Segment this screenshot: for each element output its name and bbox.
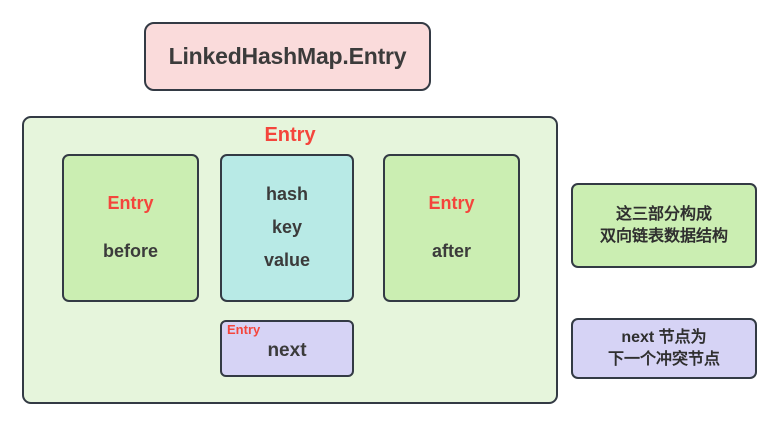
title-card: LinkedHashMap.Entry xyxy=(144,22,431,91)
field-box-core: hash key value xyxy=(220,154,354,302)
field-core-key: key xyxy=(271,217,303,238)
field-core-value: value xyxy=(263,250,311,271)
field-before-type: Entry xyxy=(107,193,154,214)
annotation-linked-list: 这三部分构成 双向链表数据结构 xyxy=(571,183,757,268)
field-next-name: next xyxy=(267,340,307,361)
field-after-type: Entry xyxy=(428,193,475,214)
field-box-before: Entry before xyxy=(62,154,199,302)
field-after-name: after xyxy=(431,241,471,261)
field-before-name: before xyxy=(102,241,158,261)
field-core-hash: hash xyxy=(265,184,308,205)
annotation-next-node-text: next 节点为 下一个冲突节点 xyxy=(607,328,720,368)
entry-container: Entry Entry before hash key value Entry … xyxy=(22,116,558,404)
title-card-label: LinkedHashMap.Entry xyxy=(168,43,407,69)
entry-container-title: Entry xyxy=(264,124,316,146)
field-box-after: Entry after xyxy=(383,154,520,302)
field-box-next: Entry next xyxy=(220,320,354,377)
field-next-type: Entry xyxy=(227,322,261,337)
annotation-next-node: next 节点为 下一个冲突节点 xyxy=(571,318,757,379)
annotation-linked-list-text: 这三部分构成 双向链表数据结构 xyxy=(599,205,728,245)
